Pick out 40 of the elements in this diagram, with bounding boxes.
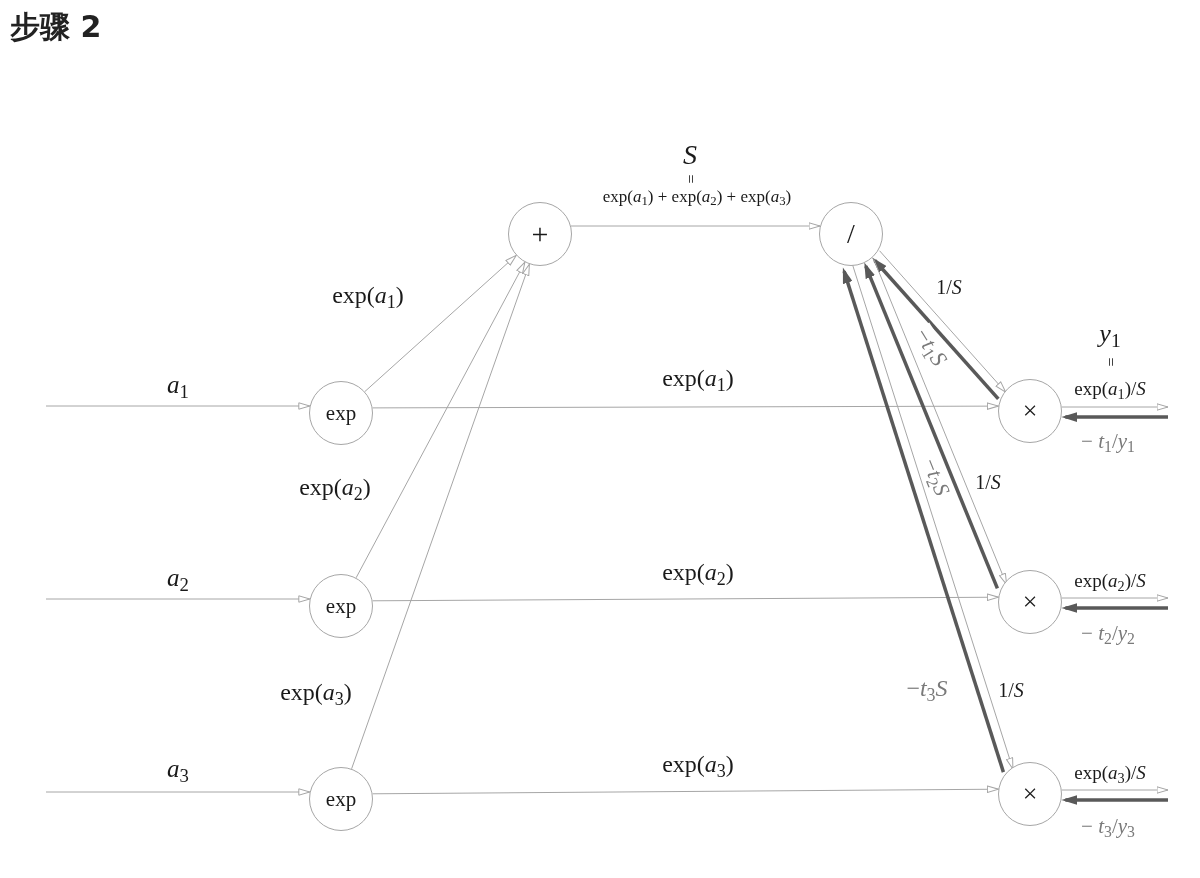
edge-label: exp(a$_{1}$) + exp(a$_{2}$) + exp(a$_{3}$) <box>600 187 794 205</box>
edge-label: exp(a$_{3}$)/S <box>1072 762 1148 782</box>
arrow <box>372 785 999 795</box>
edge-label: exp(a$_{2}$) <box>297 475 373 499</box>
edge-label: exp(a$_{1}$) <box>330 283 406 307</box>
operation-label: exp <box>325 595 357 617</box>
arrow <box>1061 594 1169 602</box>
arrow <box>372 593 999 602</box>
arrow <box>1061 795 1168 805</box>
edge-label: exp(a$_{1}$)/S <box>1072 378 1148 398</box>
arrow <box>372 402 999 410</box>
edge-label: exp(a$_{3}$) <box>278 680 354 704</box>
operation-label: + <box>531 219 549 249</box>
math-label: y$_{1}$ <box>1099 321 1121 347</box>
operation-label: / <box>847 220 855 248</box>
operation-label: exp <box>325 788 357 810</box>
arrow <box>1061 412 1168 422</box>
operation-label: exp <box>325 402 357 424</box>
math-label: S <box>683 141 697 169</box>
arrow <box>45 402 311 410</box>
edge-label: exp(a$_{1}$) <box>660 366 736 390</box>
operation-label: × <box>1022 781 1038 807</box>
arrow <box>1061 403 1169 411</box>
arrow <box>45 788 311 796</box>
edge-label: exp(a$_{3}$) <box>660 752 736 776</box>
arrow <box>364 254 517 393</box>
arrow <box>879 250 1007 393</box>
equals-sign: = <box>682 174 698 184</box>
arrow <box>45 595 311 603</box>
equals-sign: = <box>1102 357 1118 367</box>
arrow <box>1061 786 1169 794</box>
edge-label: exp(a$_{2}$) <box>660 560 736 584</box>
operation-label: × <box>1022 589 1038 615</box>
arrow <box>355 261 526 579</box>
title: 步骤 2 <box>10 12 102 42</box>
operation-label: × <box>1022 398 1038 424</box>
arrow <box>872 257 1000 400</box>
arrow <box>570 222 821 230</box>
arrow <box>1061 603 1168 613</box>
edge-label: exp(a$_{2}$)/S <box>1072 570 1148 590</box>
